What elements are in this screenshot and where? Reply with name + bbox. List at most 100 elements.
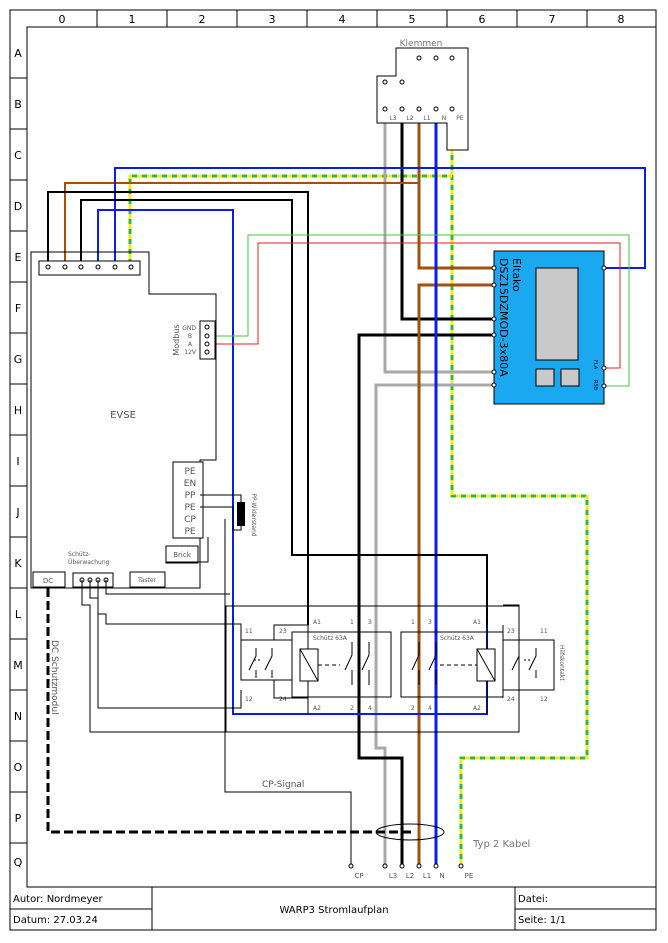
aux-contact-label: Hilfskontakt xyxy=(558,645,565,681)
meter-brand: Eltako xyxy=(510,258,523,292)
pin-label-pe: PE xyxy=(184,503,195,513)
pp-resistor-label: PP-Widerstand xyxy=(250,493,257,536)
monitor-wires xyxy=(81,580,520,733)
output-label-l2: L2 xyxy=(406,872,414,880)
coil-wires xyxy=(273,624,504,714)
meter-bus-fla: FLA xyxy=(592,360,598,370)
terminal-label-l2: L2 xyxy=(406,115,413,122)
modbus-title: Modbus xyxy=(172,324,181,355)
dc-module-label: DC Schutzmodul xyxy=(49,640,59,715)
dc-connector xyxy=(32,571,66,588)
aux-pin-24: 24 xyxy=(507,696,515,703)
row-label: F xyxy=(15,302,21,315)
output-label-l3: L3 xyxy=(389,872,397,880)
monitor-connector xyxy=(72,572,114,588)
meter-button xyxy=(535,368,555,387)
aux-pin-12: 12 xyxy=(245,696,253,703)
pp-resistor xyxy=(237,502,245,526)
contactor-label: Schütz 63A xyxy=(313,635,348,642)
column-label: 2 xyxy=(199,13,206,26)
meter-display xyxy=(535,267,579,361)
row-label: L xyxy=(15,608,22,621)
column-label: 7 xyxy=(549,13,556,26)
modbus-connector xyxy=(199,320,216,360)
row-label: J xyxy=(15,506,19,519)
terminal-label-n: N xyxy=(442,115,447,122)
contactor-a2: A2 xyxy=(473,705,481,712)
pin-label-pp: PP xyxy=(185,491,196,501)
meter-model: DSZ15DZMOD-3x80A xyxy=(497,258,510,377)
terminal-label-l1: L1 xyxy=(423,115,430,122)
pin-label-cp: CP xyxy=(184,515,196,525)
contactor-right: Schütz 63A A1 A2 1 3 2 4 23 24 11 12 Hil… xyxy=(400,619,565,712)
modbus-pin-gnd: GND xyxy=(182,325,196,332)
monitor-title-line1: Schütz- xyxy=(68,551,90,558)
brick-connector xyxy=(165,545,199,564)
row-label: A xyxy=(14,47,22,60)
cp-signal-wire xyxy=(224,519,352,866)
monitor-title-line2: Überwachung xyxy=(68,559,110,566)
output-label-l1: L1 xyxy=(423,872,431,880)
evse-label: EVSE xyxy=(110,410,136,421)
terminal-label-l3: L3 xyxy=(389,115,396,122)
output-label-cp: CP xyxy=(354,872,363,880)
title-block: Autor: Nordmeyer Datum: 27.03.24 WARP3 S… xyxy=(10,887,656,930)
column-label: 8 xyxy=(618,13,625,26)
column-label: 0 xyxy=(59,13,66,26)
control-wires xyxy=(47,167,646,715)
energy-meter: Eltako DSZ15DZMOD-3x80A FLA RSB xyxy=(491,250,607,405)
row-header: A B C D E F G H I J K L M N O P Q xyxy=(10,47,27,869)
contactor-pin-4: 4 xyxy=(368,705,372,712)
column-label: 5 xyxy=(409,13,416,26)
row-label: P xyxy=(15,812,22,825)
cable-label: Typ 2 Kabel xyxy=(472,839,530,850)
aux-pin-23: 23 xyxy=(279,628,287,635)
row-label: I xyxy=(16,455,19,468)
row-label: M xyxy=(13,659,23,672)
modbus-pin-a: A xyxy=(188,341,193,348)
l2-wire xyxy=(357,78,494,866)
drawing-title: WARP3 Stromlaufplan xyxy=(279,905,388,916)
column-label: 6 xyxy=(479,13,486,26)
contactor-pin-3: 3 xyxy=(368,619,372,626)
cable-bundle xyxy=(375,823,445,841)
column-label: 4 xyxy=(339,13,346,26)
contactor-a1: A1 xyxy=(473,619,481,626)
column-label: 1 xyxy=(129,13,136,26)
aux-pin-23: 23 xyxy=(507,628,515,635)
terminal-block: Klemmen L3 L2 L1 N PE xyxy=(376,39,469,151)
pin-label-pe: PE xyxy=(184,467,195,477)
cp-signal-label: CP-Signal xyxy=(262,780,304,790)
row-label: N xyxy=(14,710,22,723)
contactor-a2: A2 xyxy=(313,705,321,712)
contactor-a1: A1 xyxy=(313,619,321,626)
contactor-pin-2: 2 xyxy=(350,705,354,712)
pin-label-en: EN xyxy=(184,479,196,489)
dc-module-wire xyxy=(46,588,413,834)
meter-bus-rsb: RSB xyxy=(592,380,598,391)
contactor-pin-3: 3 xyxy=(428,619,432,626)
evse-board: EVSE Modbus GND B A 12V PE EN PP PE CP P… xyxy=(30,251,257,589)
drawing-area xyxy=(26,26,657,888)
output-label-pe: PE xyxy=(465,872,474,880)
contactor-left: Schütz 63A A1 A2 1 3 2 4 11 12 23 24 xyxy=(240,619,392,712)
row-label: G xyxy=(14,353,23,366)
modbus-wires xyxy=(213,234,630,387)
row-label: K xyxy=(14,557,22,570)
l1-wire xyxy=(417,78,494,866)
contactor-outer-box xyxy=(225,605,520,733)
row-label: C xyxy=(14,149,22,162)
left-aux-box xyxy=(240,639,293,681)
aux-pin-24: 24 xyxy=(279,696,287,703)
taster-label: Taster xyxy=(137,577,157,584)
column-header: 0 1 2 3 4 5 6 7 8 xyxy=(59,10,625,27)
row-label: O xyxy=(14,761,23,774)
l3-wire xyxy=(374,120,494,866)
page-field: Seite: 1/1 xyxy=(518,915,566,926)
aux-pin-12: 12 xyxy=(540,696,548,703)
pin-label-pe: PE xyxy=(184,527,195,537)
pin-connector xyxy=(172,461,204,539)
row-label: D xyxy=(14,200,22,213)
terminal-label-pe: PE xyxy=(456,115,464,122)
